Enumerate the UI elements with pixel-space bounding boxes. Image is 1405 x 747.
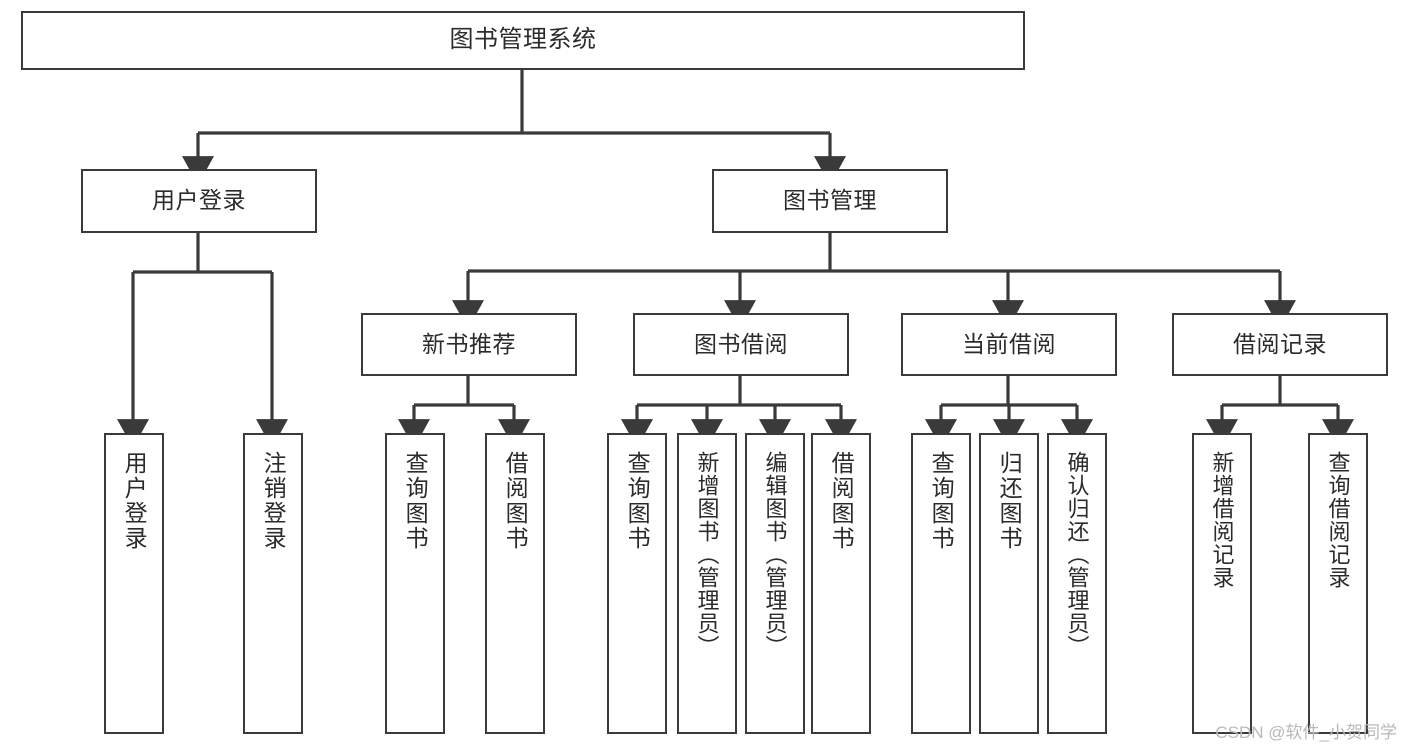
node-label: 新书推荐	[422, 330, 516, 357]
node-leaf-borrow-book-1[interactable]: 借阅图书	[485, 433, 545, 734]
node-leaf-borrow-book-2[interactable]: 借阅图书	[811, 433, 871, 734]
node-label: 查询图书	[402, 451, 429, 551]
node-leaf-user-login[interactable]: 用户登录	[104, 433, 164, 734]
node-leaf-confirm-return[interactable]: 确认归还（管理员）	[1047, 433, 1107, 734]
node-borrow-record[interactable]: 借阅记录	[1172, 313, 1388, 376]
node-label: 查询借阅记录	[1325, 451, 1351, 589]
node-label: 编辑图书（管理员）	[762, 451, 788, 658]
csdn-watermark: CSDN @软件_小贺同学	[1215, 723, 1397, 742]
node-leaf-user-logout[interactable]: 注销登录	[243, 433, 303, 734]
node-label: 用户登录	[152, 187, 246, 214]
node-root-system[interactable]: 图书管理系统	[21, 11, 1025, 70]
node-label: 借阅记录	[1233, 330, 1327, 357]
node-label: 归还图书	[996, 451, 1023, 551]
node-user-login[interactable]: 用户登录	[81, 169, 317, 233]
node-label: 图书管理系统	[449, 26, 597, 54]
node-label: 查询图书	[624, 451, 651, 551]
node-label: 借阅图书	[502, 451, 529, 551]
node-label: 新增借阅记录	[1209, 451, 1235, 589]
node-leaf-edit-book[interactable]: 编辑图书（管理员）	[745, 433, 805, 734]
node-leaf-query-record[interactable]: 查询借阅记录	[1308, 433, 1368, 734]
node-leaf-return-book[interactable]: 归还图书	[979, 433, 1039, 734]
node-label: 图书管理	[783, 187, 877, 214]
node-leaf-add-record[interactable]: 新增借阅记录	[1192, 433, 1252, 734]
node-leaf-query-book-3[interactable]: 查询图书	[911, 433, 971, 734]
node-label: 注销登录	[260, 451, 287, 551]
node-label: 新增图书（管理员）	[694, 451, 720, 658]
node-label: 确认归还（管理员）	[1064, 451, 1090, 658]
node-current-borrow[interactable]: 当前借阅	[901, 313, 1117, 376]
node-book-manage[interactable]: 图书管理	[712, 169, 948, 233]
node-label: 当前借阅	[962, 330, 1056, 357]
node-leaf-add-book[interactable]: 新增图书（管理员）	[677, 433, 737, 734]
node-label: 图书借阅	[694, 330, 788, 357]
node-label: 借阅图书	[828, 451, 855, 551]
node-book-borrow[interactable]: 图书借阅	[633, 313, 849, 376]
node-label: 用户登录	[121, 451, 148, 551]
node-label: 查询图书	[928, 451, 955, 551]
node-leaf-query-book-2[interactable]: 查询图书	[607, 433, 667, 734]
node-new-book-recommend[interactable]: 新书推荐	[361, 313, 577, 376]
node-leaf-query-book-1[interactable]: 查询图书	[385, 433, 445, 734]
